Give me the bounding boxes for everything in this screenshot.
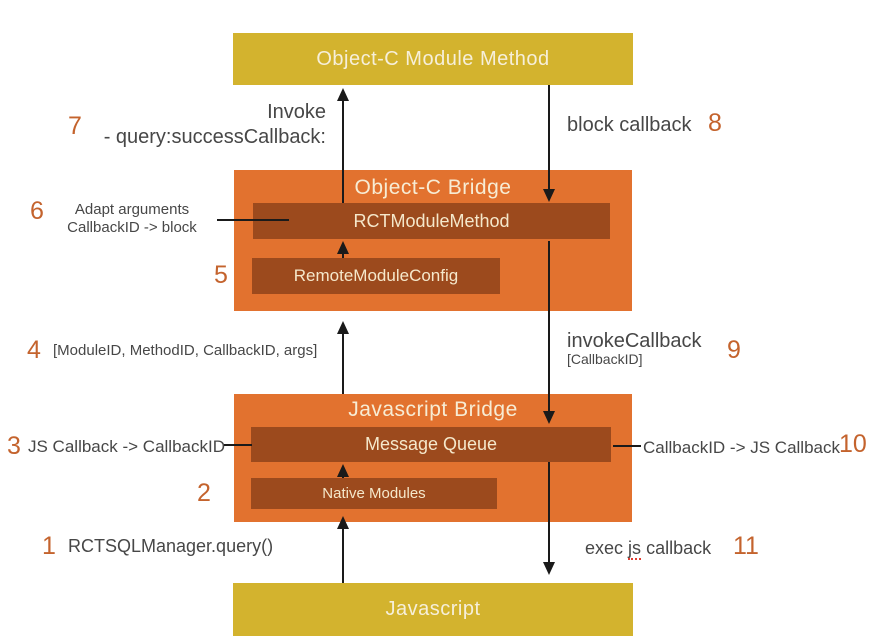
- step-3-number: 3: [7, 432, 21, 460]
- remotemoduleconfig-label: RemoteModuleConfig: [293, 266, 459, 285]
- module-args-label: [ModuleID, MethodID, CallbackID, args]: [53, 342, 318, 359]
- javascript-banner: Javascript: [233, 583, 633, 636]
- step-6-number: 6: [30, 197, 44, 225]
- step-9-number: 9: [727, 336, 741, 364]
- js-word: js: [628, 538, 642, 560]
- step-4-number: 4: [27, 336, 41, 364]
- adapt-arguments-line2: CallbackID -> block: [67, 219, 197, 236]
- arrow-down-queue-to-js-line: [548, 462, 550, 563]
- invokecallback-arg-label: [CallbackID]: [567, 351, 643, 367]
- arrow-up-config-to-method-head: [337, 241, 349, 254]
- objc-bridge-title: Object-C Bridge: [354, 176, 512, 199]
- js-bridge-box: Javascript Bridge Message Queue Native M…: [234, 394, 632, 522]
- rctmodulemethod-box: RCTModuleMethod: [253, 203, 610, 239]
- javascript-label: Javascript: [385, 598, 481, 620]
- remotemoduleconfig-box: RemoteModuleConfig: [252, 258, 500, 294]
- message-queue-label: Message Queue: [364, 434, 498, 454]
- arrow-up-native-to-queue-head: [337, 464, 349, 477]
- step-11-number: 11: [733, 532, 759, 560]
- adapt-arguments-label: Adapt arguments CallbackID -> block: [53, 201, 211, 237]
- invokecallback-label: invokeCallback: [567, 330, 702, 352]
- step-10-number: 10: [839, 430, 867, 458]
- step-1-number: 1: [42, 532, 56, 560]
- step-8-number: 8: [708, 109, 722, 137]
- step-5-number: 5: [214, 261, 228, 289]
- rctmodulemethod-label: RCTModuleMethod: [353, 210, 510, 231]
- step-7-number: 7: [68, 112, 82, 140]
- invoke-line1: Invoke: [267, 101, 326, 123]
- exec-word: exec: [585, 538, 624, 558]
- arrow-up-jsbridge-to-objcbridge-line: [342, 333, 344, 394]
- objc-module-method-label: Object-C Module Method: [316, 47, 550, 70]
- arrow-up-config-to-method-line: [342, 253, 344, 258]
- invoke-line2: - query:successCallback:: [103, 126, 326, 148]
- adapt-arguments-line1: Adapt arguments: [74, 201, 190, 218]
- block-callback-label: block callback: [567, 114, 692, 136]
- objc-module-method-banner: Object-C Module Method: [233, 33, 633, 85]
- callback-word: callback: [646, 538, 712, 558]
- arrow-down-module-to-method-head: [543, 189, 555, 202]
- arrow-down-method-to-queue-line: [548, 241, 550, 412]
- invoke-label: Invoke - query:successCallback:: [90, 100, 326, 150]
- arrow-up-jsbridge-to-objcbridge-head: [337, 321, 349, 334]
- objc-bridge-box: Object-C Bridge RCTModuleMethod RemoteMo…: [234, 170, 632, 311]
- connector-callbackid: [613, 445, 641, 447]
- exec-js-callback-label: exec js callback: [585, 538, 712, 560]
- arrow-up-to-module-method-head: [337, 88, 349, 101]
- callbackid-map-label: CallbackID -> JS Callback: [643, 438, 840, 457]
- native-modules-label: Native Modules: [322, 485, 426, 502]
- js-callback-map-label: JS Callback -> CallbackID: [28, 437, 225, 456]
- arrow-up-to-module-method-line: [342, 100, 344, 203]
- arrow-up-js-to-jsbridge-head: [337, 516, 349, 529]
- connector-js-callback: [224, 444, 252, 446]
- connector-adapt-arguments: [217, 219, 289, 221]
- message-queue-box: Message Queue: [251, 427, 611, 462]
- arrow-down-queue-to-js-head: [543, 562, 555, 575]
- arrow-up-js-to-jsbridge-line: [342, 528, 344, 583]
- arrow-down-module-to-method-line: [548, 85, 550, 190]
- native-modules-box: Native Modules: [251, 478, 497, 509]
- js-bridge-title: Javascript Bridge: [348, 398, 518, 421]
- rctsqlmanager-label: RCTSQLManager.query(): [68, 536, 274, 556]
- step-2-number: 2: [197, 479, 211, 507]
- arrow-down-method-to-queue-head: [543, 411, 555, 424]
